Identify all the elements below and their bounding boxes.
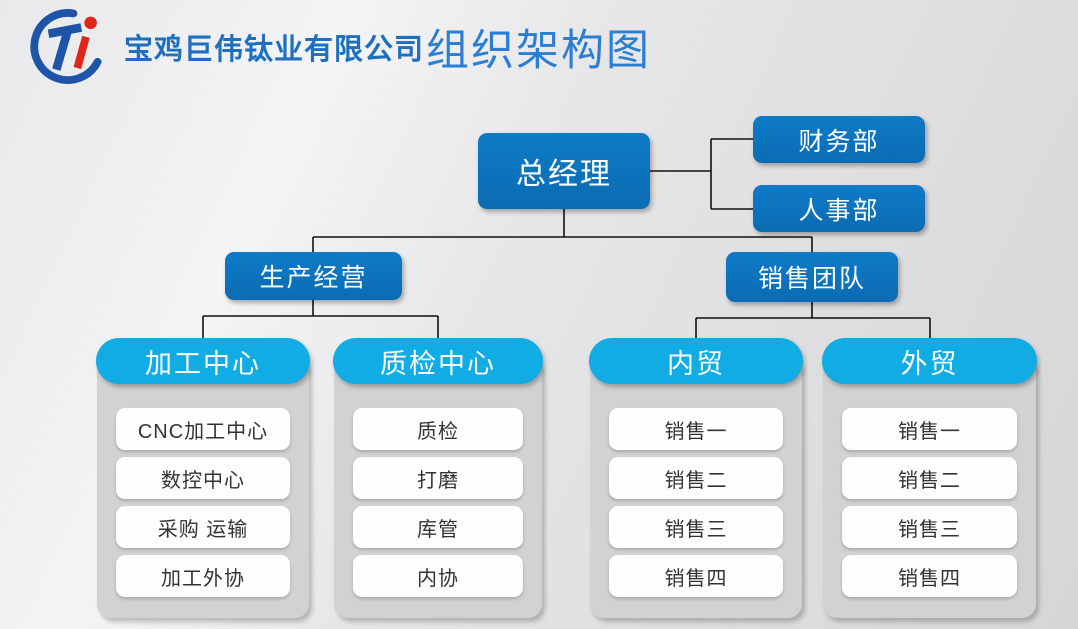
column-items: 销售一 销售二 销售三 销售四	[609, 408, 783, 597]
node-hr-dept: 人事部	[753, 185, 925, 232]
org-item: 采购 运输	[116, 506, 290, 548]
org-item: 加工外协	[116, 555, 290, 597]
org-item: 内协	[353, 555, 523, 597]
column-header-domestic-trade: 内贸	[589, 338, 803, 384]
column-header-processing-center: 加工中心	[96, 338, 310, 384]
column-foreign-trade: 外贸 销售一 销售二 销售三 销售四	[822, 338, 1037, 618]
column-header-foreign-trade: 外贸	[822, 338, 1037, 384]
column-quality-center: 质检中心 质检 打磨 库管 内协	[333, 338, 543, 618]
company-name: 宝鸡巨伟钛业有限公司	[124, 34, 425, 66]
org-item: 销售四	[609, 555, 783, 597]
node-production-division: 生产经营	[225, 252, 402, 300]
node-finance-dept: 财务部	[753, 116, 925, 163]
header: 宝鸡巨伟钛业有限公司 组织架构图	[26, 8, 651, 86]
column-domestic-trade: 内贸 销售一 销售二 销售三 销售四	[589, 338, 803, 618]
org-item: 销售一	[609, 408, 783, 450]
org-item: CNC加工中心	[116, 408, 290, 450]
column-items: 销售一 销售二 销售三 销售四	[842, 408, 1017, 597]
org-item: 销售三	[842, 506, 1017, 548]
org-item: 销售二	[609, 457, 783, 499]
org-item: 库管	[353, 506, 523, 548]
org-item: 销售三	[609, 506, 783, 548]
node-general-manager: 总经理	[478, 133, 650, 209]
page-title: 组织架构图	[426, 27, 652, 75]
column-items: 质检 打磨 库管 内协	[353, 408, 523, 597]
org-item: 销售四	[842, 555, 1017, 597]
org-item: 销售一	[842, 408, 1017, 450]
org-item: 打磨	[353, 457, 523, 499]
node-sales-division: 销售团队	[726, 252, 898, 302]
column-items: CNC加工中心 数控中心 采购 运输 加工外协	[116, 408, 290, 597]
column-header-quality-center: 质检中心	[333, 338, 543, 384]
column-processing-center: 加工中心 CNC加工中心 数控中心 采购 运输 加工外协	[96, 338, 310, 618]
org-item: 质检	[353, 408, 523, 450]
org-item: 数控中心	[116, 457, 290, 499]
org-item: 销售二	[842, 457, 1017, 499]
company-logo-icon	[30, 9, 102, 84]
